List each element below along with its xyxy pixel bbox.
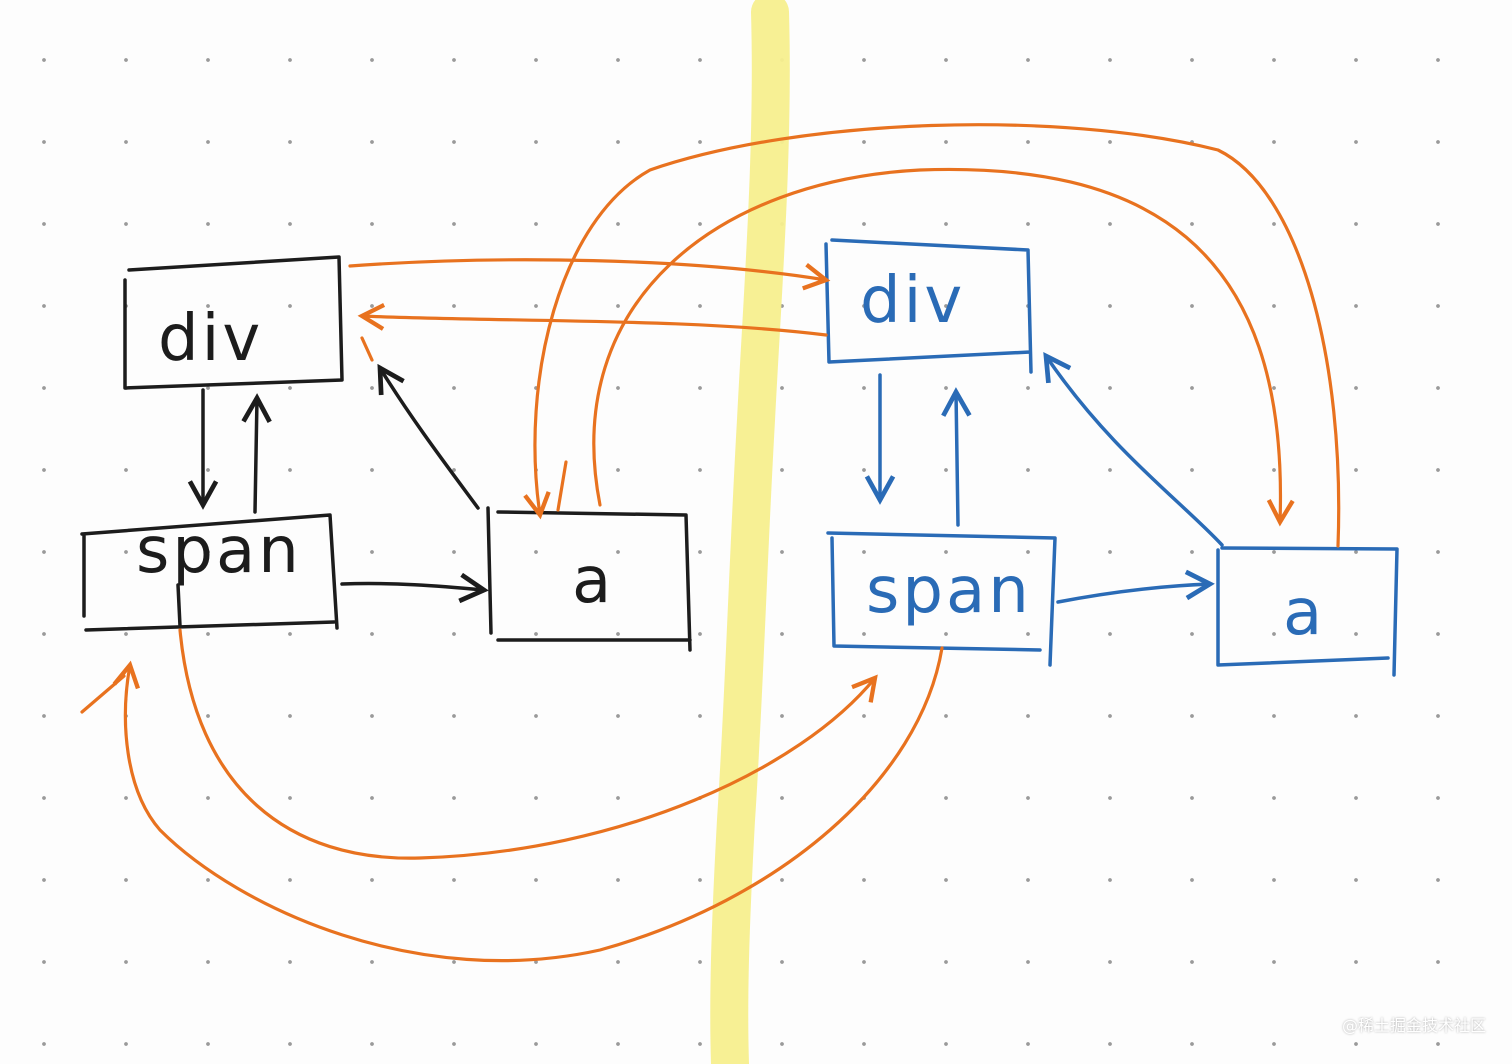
watermark: @稀土掘金技术社区 — [1341, 1016, 1486, 1035]
right-span-box — [826, 531, 1057, 667]
right-tree — [824, 238, 1399, 677]
left-a-box — [486, 506, 692, 652]
right-a-box — [1216, 546, 1399, 677]
left-span-to-a-arrow — [340, 572, 489, 604]
left-a-label: a — [572, 544, 614, 618]
left-tree — [80, 255, 692, 652]
right-span-to-div-arrow — [941, 387, 972, 527]
right-span-to-a-arrow — [1056, 569, 1215, 604]
left-a-to-right-a-alternate — [592, 167, 1295, 527]
right-a-to-left-a-alternate — [523, 123, 1341, 548]
left-span-box — [80, 513, 339, 632]
highlighter-divider — [710, 0, 790, 1064]
right-span-to-left-span-alternate — [112, 646, 944, 963]
right-div-to-left-div-alternate — [357, 303, 828, 337]
alternate-links — [80, 123, 1341, 963]
left-span-to-right-span-alternate — [178, 628, 878, 860]
right-a-label: a — [1283, 576, 1325, 650]
left-span-to-div-arrow — [241, 393, 272, 514]
left-div-box — [123, 255, 344, 390]
left-span-orange-tick — [80, 674, 126, 714]
left-a-to-div-arrow — [377, 363, 480, 510]
left-div-to-right-div-alternate — [348, 258, 831, 291]
left-span-label: span — [136, 514, 302, 588]
right-div-label: div — [860, 264, 965, 338]
left-div-label: div — [158, 302, 263, 376]
right-span-label: span — [866, 554, 1032, 628]
right-a-to-div-arrow — [1043, 351, 1224, 547]
left-div-orange-tick — [360, 336, 374, 362]
left-a-orange-tick — [556, 460, 568, 512]
